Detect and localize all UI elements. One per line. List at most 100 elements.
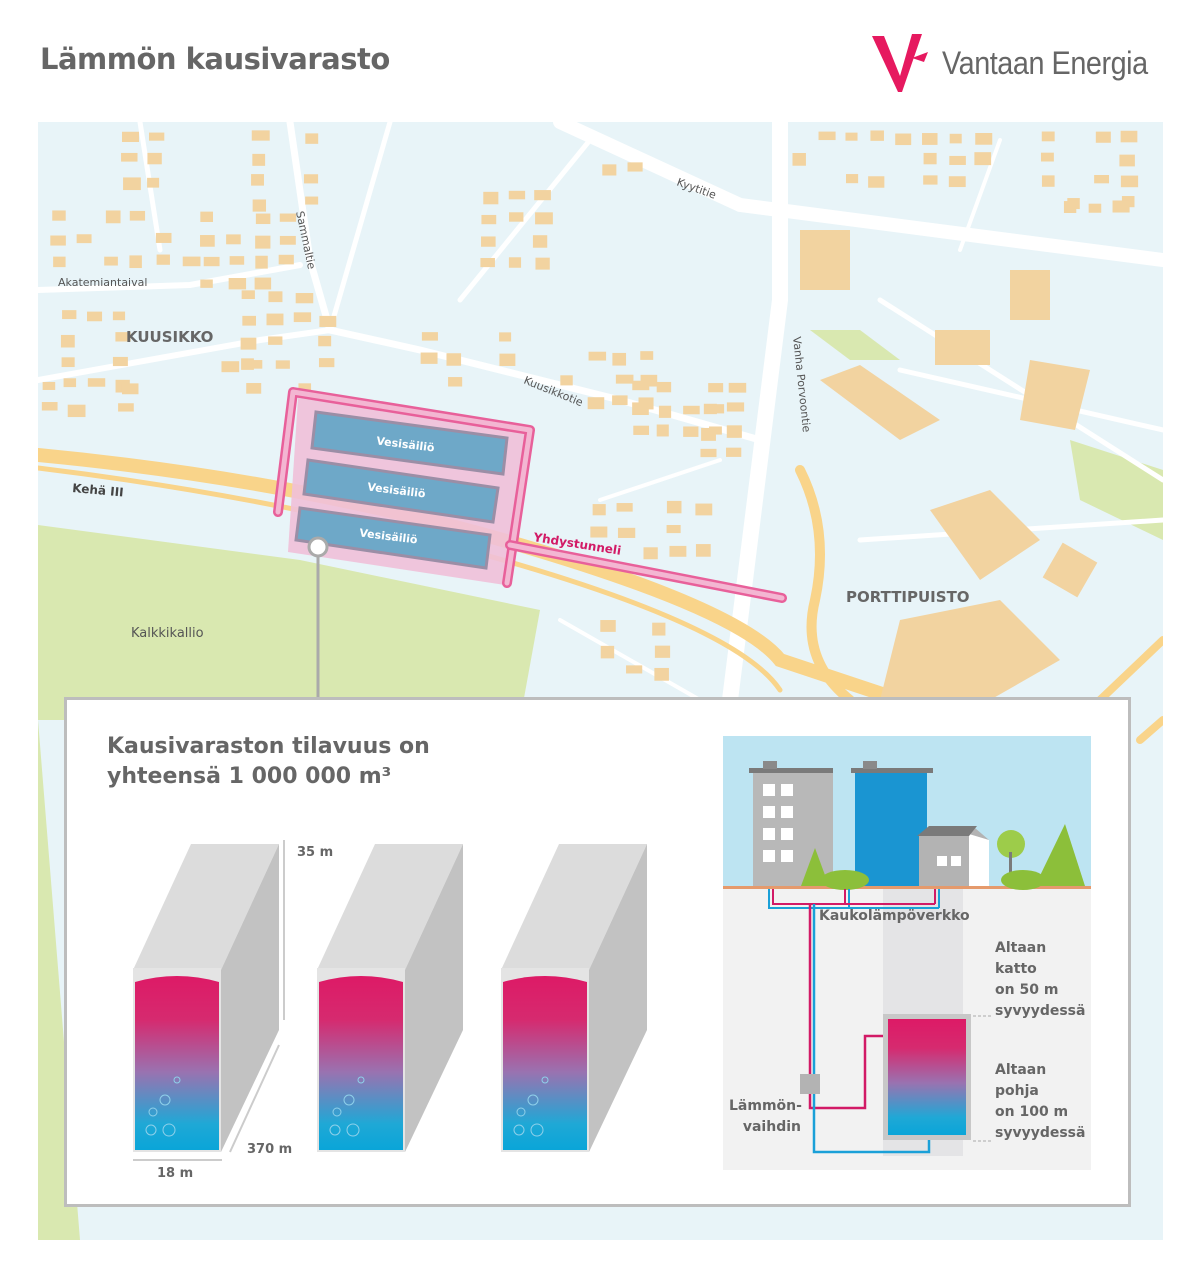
building: [600, 620, 616, 632]
building: [148, 132, 165, 141]
building: [448, 377, 463, 387]
building: [708, 383, 724, 393]
building: [104, 256, 118, 266]
building: [612, 352, 627, 366]
building: [112, 311, 126, 321]
building: [50, 235, 66, 246]
building: [129, 210, 146, 221]
logo-text: Vantaan Energia: [942, 44, 1148, 81]
building: [1041, 175, 1055, 187]
building: [252, 199, 267, 212]
length-label: 370 m: [247, 1142, 293, 1157]
building: [63, 378, 77, 388]
bubble: [159, 1094, 171, 1106]
building: [112, 356, 128, 367]
building: [87, 378, 106, 387]
building: [295, 293, 314, 304]
building: [640, 351, 654, 360]
label-line: katto: [995, 961, 1037, 977]
building: [246, 383, 262, 394]
building: [600, 645, 615, 659]
building: [155, 232, 172, 243]
exchanger-label: Lämmön- vaihdin: [729, 1096, 802, 1138]
building: [420, 352, 438, 364]
building: [695, 503, 713, 516]
building: [67, 404, 86, 418]
bubble: [357, 1076, 365, 1084]
building: [640, 374, 658, 387]
window: [763, 784, 775, 796]
street-label: Kehä III: [72, 481, 124, 499]
building: [121, 131, 140, 143]
building: [481, 214, 497, 225]
building: [602, 164, 617, 176]
building: [118, 403, 134, 412]
building: [200, 279, 213, 288]
width-label: 18 m: [157, 1166, 194, 1181]
building: [560, 375, 573, 386]
building: [669, 545, 687, 557]
street-label: Akatemiantaival: [58, 276, 147, 289]
building: [703, 403, 717, 415]
building: [226, 234, 241, 245]
building: [319, 315, 337, 327]
label-line: on 100 m: [995, 1104, 1069, 1120]
building: [278, 254, 294, 265]
tank-2: [302, 458, 500, 524]
building: [480, 257, 495, 268]
building: [666, 500, 682, 514]
building: [76, 234, 92, 244]
bubble: [513, 1124, 525, 1136]
building: [268, 291, 283, 303]
label-line: pohja: [995, 1083, 1039, 1099]
building: [182, 256, 201, 267]
building: [446, 353, 462, 366]
building: [251, 174, 264, 186]
building: [240, 337, 257, 350]
building: [632, 380, 650, 391]
window: [781, 850, 793, 862]
park-kalkkikallio: [38, 525, 540, 720]
building: [52, 210, 66, 221]
panel-title-line: Kausivaraston tilavuus on: [107, 734, 430, 759]
window: [781, 784, 793, 796]
building: [845, 174, 859, 184]
panel-title: Kausivaraston tilavuus on yhteensä 1 000…: [107, 732, 430, 792]
area-label-porttipuisto: PORTTIPUISTO: [846, 588, 970, 606]
district-heating-illustration: [723, 736, 1091, 1170]
building: [1040, 152, 1054, 162]
building: [683, 426, 699, 437]
building: [318, 358, 335, 368]
label-line: Altaan: [995, 1062, 1047, 1078]
storage-diagram: [133, 736, 1091, 1170]
building: [1094, 174, 1110, 184]
building: [1112, 200, 1130, 213]
label-line: on 50 m: [995, 982, 1059, 998]
building: [695, 544, 711, 557]
building: [792, 152, 806, 166]
building: [701, 427, 716, 441]
window: [781, 806, 793, 818]
storage-tank-2: [317, 844, 463, 1152]
storage-tank-1: [133, 844, 279, 1152]
building: [1120, 130, 1138, 143]
building: [268, 336, 283, 345]
building: [534, 190, 551, 201]
tank-1: [310, 410, 509, 476]
building: [509, 212, 524, 222]
building: [156, 254, 170, 265]
window: [781, 828, 793, 840]
building: [115, 332, 131, 342]
building: [818, 131, 836, 141]
building: [922, 133, 938, 145]
heat-exchanger-icon: [800, 1074, 820, 1094]
roof-depth-label: Altaan katto on 50 m syvyydessä: [995, 938, 1085, 1022]
building: [700, 448, 717, 458]
building: [129, 255, 142, 269]
building: [62, 310, 77, 320]
building: [949, 133, 962, 144]
building: [279, 213, 297, 222]
height-label: 35 m: [297, 845, 334, 860]
bubble: [527, 1094, 539, 1106]
building: [254, 277, 272, 290]
